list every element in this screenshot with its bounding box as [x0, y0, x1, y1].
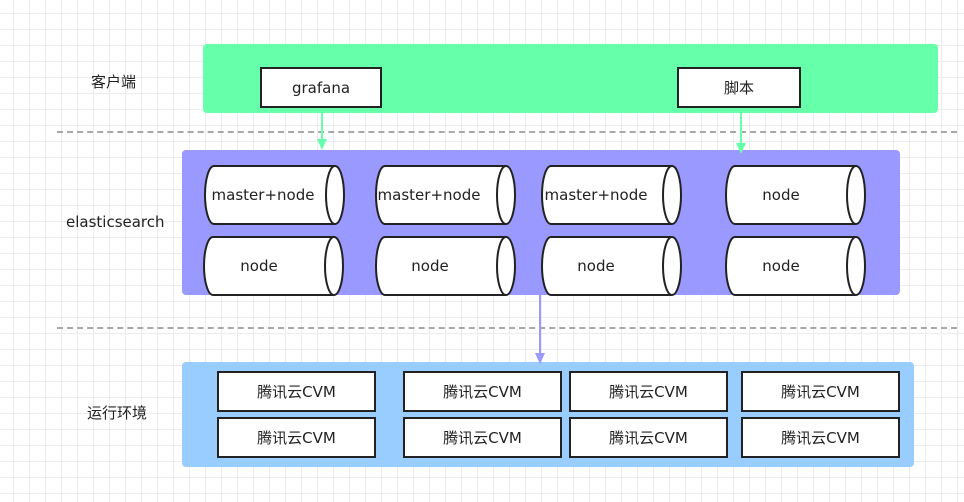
- layer-label-elasticsearch: elasticsearch: [66, 213, 165, 231]
- es-node-label: master+node: [212, 186, 315, 204]
- es-node-label: node: [762, 257, 799, 275]
- es-node-label: node: [762, 186, 799, 204]
- cvm-box[interactable]: 腾讯云CVM: [569, 371, 728, 412]
- es-node-cylinder[interactable]: node: [203, 236, 344, 296]
- layer-label-runtime: 运行环境: [87, 404, 148, 422]
- script-box[interactable]: 脚本: [677, 67, 801, 108]
- separator-bottom: [57, 327, 957, 329]
- es-node-cylinder[interactable]: node: [725, 236, 866, 296]
- es-node-label: master+node: [545, 186, 648, 204]
- cvm-box[interactable]: 腾讯云CVM: [403, 371, 562, 412]
- cvm-box[interactable]: 腾讯云CVM: [217, 417, 376, 458]
- cvm-box[interactable]: 腾讯云CVM: [741, 371, 900, 412]
- es-to-runtime-arrow: [535, 295, 545, 364]
- cvm-box[interactable]: 腾讯云CVM: [741, 417, 900, 458]
- es-node-cylinder[interactable]: node: [725, 165, 866, 225]
- cvm-box[interactable]: 腾讯云CVM: [403, 417, 562, 458]
- separator-top: [57, 131, 957, 133]
- es-node-label: node: [240, 257, 277, 275]
- es-node-cylinder[interactable]: master+node: [541, 165, 682, 225]
- es-node-cylinder[interactable]: master+node: [204, 165, 345, 225]
- layer-label-client: 客户端: [91, 73, 137, 91]
- es-node-cylinder[interactable]: node: [541, 236, 682, 296]
- cvm-box[interactable]: 腾讯云CVM: [569, 417, 728, 458]
- es-node-cylinder[interactable]: master+node: [375, 165, 516, 225]
- es-node-label: node: [577, 257, 614, 275]
- es-node-label: master+node: [378, 186, 481, 204]
- cvm-box[interactable]: 腾讯云CVM: [217, 371, 376, 412]
- es-node-label: node: [411, 257, 448, 275]
- es-node-cylinder[interactable]: node: [375, 236, 516, 296]
- grafana-to-es-arrow: [317, 110, 327, 150]
- grafana-box[interactable]: grafana: [260, 67, 382, 108]
